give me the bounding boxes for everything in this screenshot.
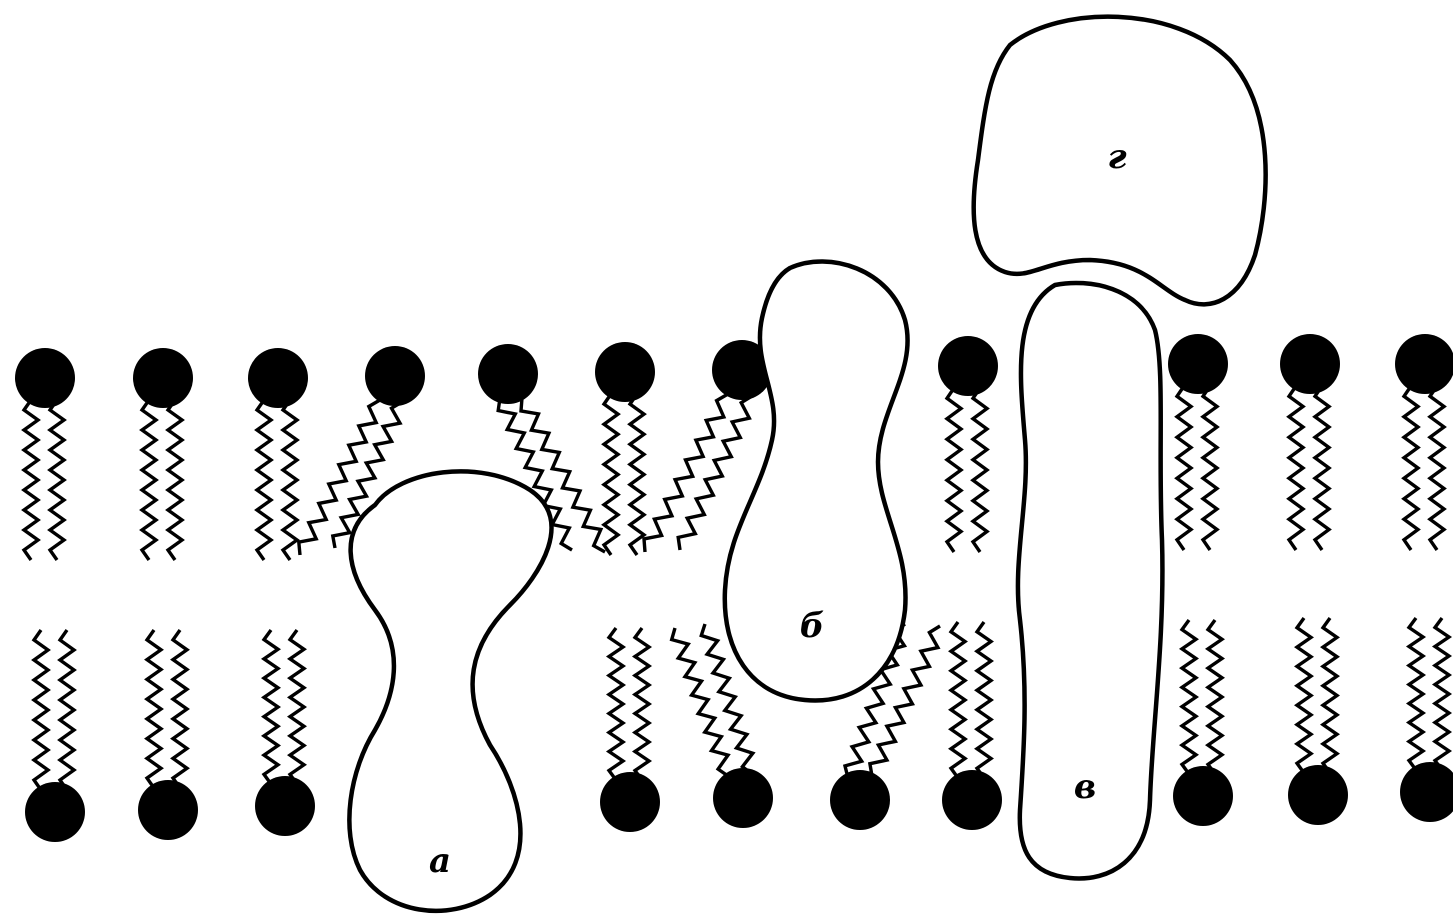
lipid-tail — [947, 388, 961, 552]
lipid-head — [15, 348, 75, 408]
lipid-tail — [1289, 386, 1303, 550]
lipid-tail — [1315, 386, 1329, 550]
lipid-head — [830, 770, 890, 830]
upper-lipid-4 — [595, 342, 655, 555]
lipid-tail — [173, 630, 187, 788]
lipid-head — [25, 782, 85, 842]
lower-lipid-5 — [942, 622, 1002, 830]
lipid-tail — [1182, 620, 1196, 774]
label-g: г — [1107, 137, 1126, 177]
lipid-tail — [290, 630, 304, 784]
lipid-tail — [1208, 620, 1222, 774]
lipid-tail — [1435, 618, 1449, 770]
lipid-head — [1400, 762, 1453, 822]
lipid-tail — [142, 400, 156, 560]
lipid-head — [938, 336, 998, 396]
lipid-tail — [1177, 386, 1191, 550]
lipid-tail — [951, 622, 965, 778]
lipid-tail — [1409, 618, 1423, 770]
upper-lipid-8 — [1395, 334, 1453, 550]
lipid-tail — [50, 400, 64, 560]
lower-lipid-6 — [1173, 620, 1233, 826]
upper-lipid-7 — [1280, 334, 1340, 550]
lipid-head — [365, 346, 425, 406]
lipid-head — [1280, 334, 1340, 394]
lower-lipid-8 — [1400, 618, 1453, 822]
upper-lipid-5 — [938, 336, 998, 552]
lipid-head — [942, 770, 1002, 830]
lipid-tail — [1430, 386, 1444, 550]
lipid-tail — [609, 628, 623, 780]
lipid-tail — [1323, 618, 1337, 773]
lower-lipid-1 — [25, 630, 85, 842]
lower-lipid-4 — [600, 628, 660, 832]
lipid-head — [1168, 334, 1228, 394]
lipid-tail — [630, 394, 644, 555]
label-b: б — [800, 606, 825, 646]
lower-lipid-3 — [255, 630, 315, 836]
lipid-tail — [973, 388, 987, 552]
lipid-head — [1173, 766, 1233, 826]
label-v: в — [1074, 767, 1096, 807]
lipid-tail — [977, 622, 991, 778]
lipid-head — [600, 772, 660, 832]
lipid-tail — [257, 400, 271, 560]
upper-lipid-1 — [15, 348, 75, 560]
lipid-tail — [644, 394, 728, 552]
lipid-head — [1288, 765, 1348, 825]
upper-lipid-3 — [248, 348, 308, 560]
lipid-tail — [1404, 386, 1418, 550]
lipid-tail — [283, 400, 297, 560]
lipid-tail — [604, 394, 618, 555]
lipid-head — [713, 768, 773, 828]
upper-lipid-6 — [1168, 334, 1228, 550]
lipid-tail — [147, 630, 161, 788]
label-a: а — [429, 841, 451, 881]
lipid-head — [1395, 334, 1453, 394]
lipid-tail — [168, 400, 182, 560]
upper-lipid-2 — [133, 348, 193, 560]
lipid-tail — [24, 400, 38, 560]
lipid-tail — [1203, 386, 1217, 550]
lipid-tail — [672, 628, 728, 776]
lipid-head — [255, 776, 315, 836]
lipid-head — [478, 344, 538, 404]
lipid-head — [133, 348, 193, 408]
lipid-tail — [264, 630, 278, 784]
lipid-head — [595, 342, 655, 402]
lipid-tail — [1297, 618, 1311, 773]
lipid-head — [248, 348, 308, 408]
lower-lipid-2 — [138, 630, 198, 840]
lipid-tail — [60, 630, 74, 790]
lipid-tail — [635, 628, 649, 780]
lower-lipid-7 — [1288, 618, 1348, 825]
lipid-head — [138, 780, 198, 840]
lipid-tail — [34, 630, 48, 790]
